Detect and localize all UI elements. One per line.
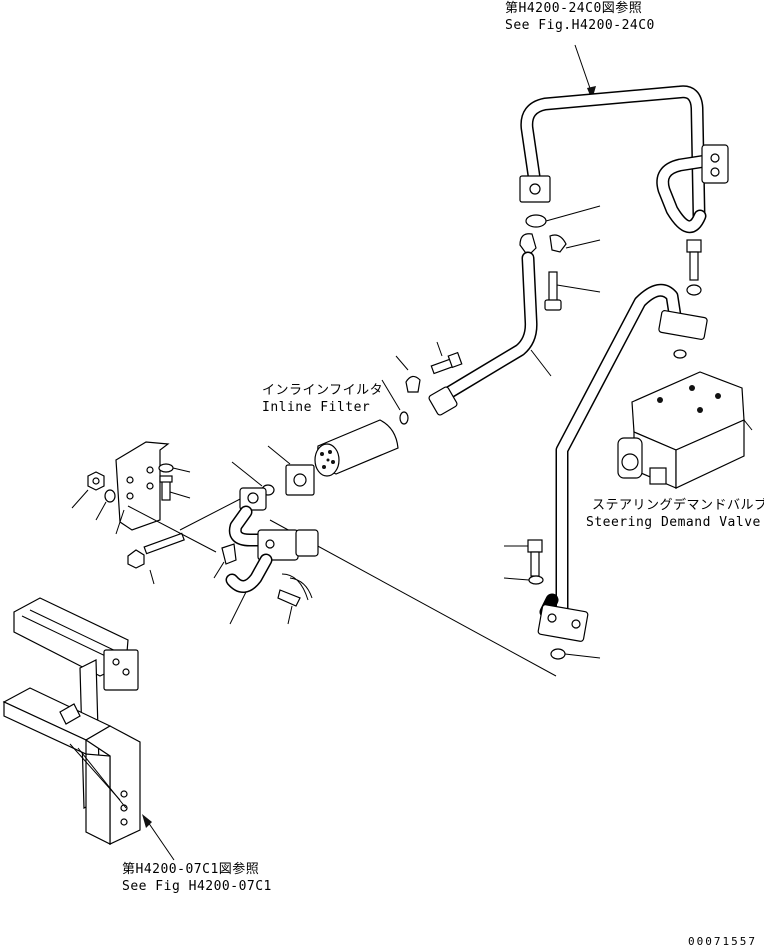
bottom-reference-arrow [142, 814, 175, 861]
bracket-washer-nut [71, 471, 116, 521]
mounting-plate [115, 441, 170, 535]
hose-clamp-and-bolt [395, 341, 463, 393]
ref-top-en: See Fig.H4200-24C0 [505, 18, 655, 33]
bolt-valve-top [686, 239, 702, 296]
steering-valve-en: Steering Demand Valve [586, 515, 761, 530]
ref-bottom-jp: 第H4200-07C1図参照 [122, 862, 260, 877]
filter-adapter-block [267, 445, 315, 496]
center-pipe-assembly [225, 487, 319, 625]
u-bolt [277, 573, 313, 625]
steering-valve-jp: ステアリングデマンドバルブ [592, 498, 764, 513]
oring-lower [550, 648, 601, 660]
ref-bottom-en: See Fig H4200-07C1 [122, 879, 272, 894]
bolt-lower-flange [503, 539, 544, 585]
bolt-upper [544, 271, 601, 311]
upper-pipe [519, 85, 729, 233]
top-reference-arrow [574, 44, 596, 100]
long-bolt [127, 532, 185, 585]
drawing-number: 00071557 [688, 935, 757, 948]
inline-filter [314, 419, 399, 477]
oring-upper [525, 205, 601, 228]
inline-filter-jp: インラインフイルタ [262, 383, 384, 398]
steering-demand-valve [617, 371, 753, 489]
clip-small [213, 543, 237, 579]
split-flange-pair [519, 233, 601, 257]
bracket-small-bolts [158, 463, 191, 501]
steering-pipe [537, 283, 708, 642]
inline-filter-en: Inline Filter [262, 400, 371, 415]
leader-lines [127, 495, 557, 677]
ref-top-jp: 第H4200-24C0図参照 [505, 1, 643, 16]
hose-to-filter [428, 251, 552, 416]
oring-filter-outlet [381, 379, 409, 425]
frame-bracket [2, 597, 141, 845]
oring-valve [673, 349, 687, 359]
